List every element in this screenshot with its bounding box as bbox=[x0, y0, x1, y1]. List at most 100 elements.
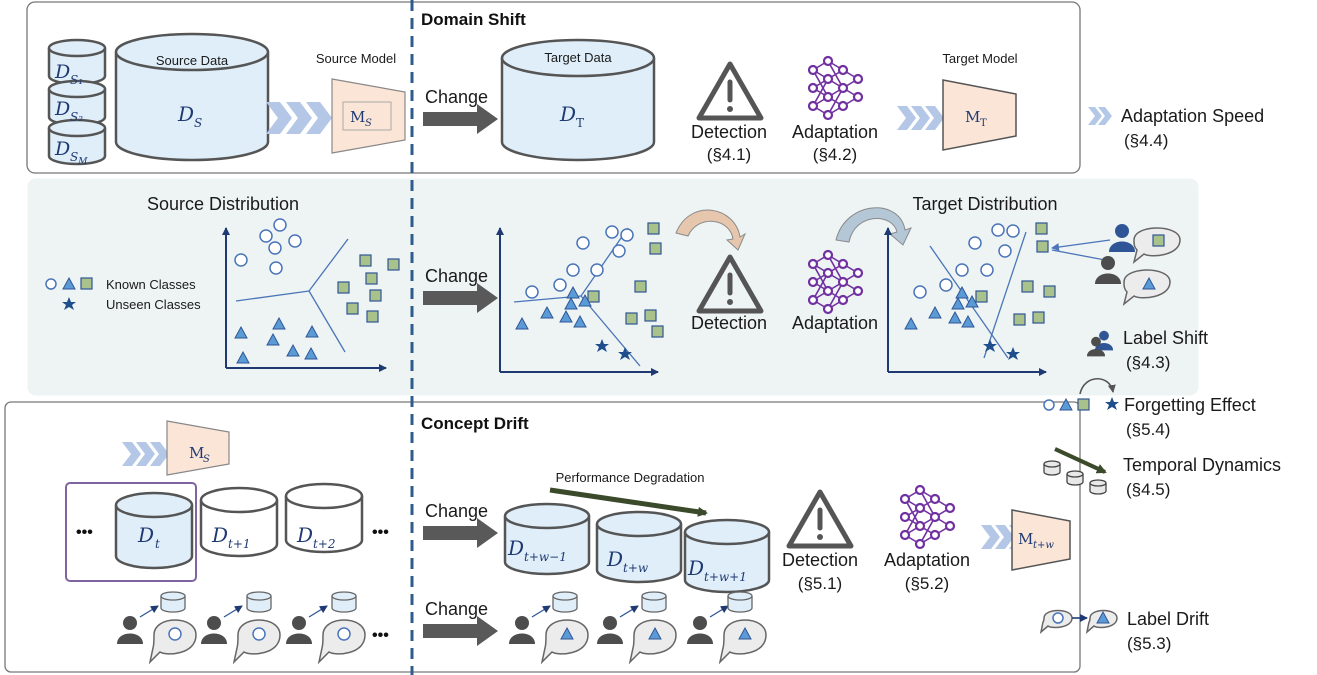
target-distribution-plot bbox=[884, 222, 1111, 376]
target-model-label: Target Model bbox=[942, 51, 1017, 66]
forgetting-effect-label: Forgetting Effect bbox=[1124, 395, 1256, 415]
user-icon bbox=[286, 616, 312, 644]
warning-icon bbox=[789, 492, 851, 546]
change-arrow-3 bbox=[423, 518, 498, 548]
change-label-4: Change bbox=[425, 599, 488, 619]
change-arrow-4 bbox=[423, 616, 498, 646]
m-s-label: M bbox=[350, 108, 365, 126]
chevron-arrows-icon bbox=[122, 442, 169, 466]
target-data-label: Target Data bbox=[544, 50, 612, 65]
database-icon bbox=[641, 591, 667, 613]
source-data-cylinder: Source Data D S bbox=[114, 32, 270, 162]
target-data-cylinder: Target Data D T bbox=[500, 38, 656, 162]
d-tw-text: D bbox=[606, 547, 623, 571]
d-tw-1-text: D bbox=[507, 536, 524, 560]
temporal-dynamics-icon bbox=[1043, 447, 1107, 495]
forgetting-effect-icon bbox=[1043, 378, 1119, 411]
change-arrow-1 bbox=[423, 104, 498, 134]
adaptation-label-2: Adaptation bbox=[792, 313, 878, 333]
performance-degradation-label: Performance Degradation bbox=[556, 470, 705, 485]
d-tw1-text: D bbox=[687, 556, 704, 580]
curved-arrow-detection bbox=[675, 209, 747, 251]
label-shift-ref: (§4.3) bbox=[1126, 353, 1170, 372]
ellipsis-right: ••• bbox=[372, 524, 389, 541]
challenges-legend: Adaptation Speed (§4.4) Label Shift (§4.… bbox=[1039, 106, 1281, 653]
star-icon bbox=[62, 297, 76, 310]
source-distribution-plot bbox=[222, 218, 400, 372]
d-t-label: D bbox=[559, 102, 576, 126]
database-icon bbox=[552, 591, 578, 613]
source-model: Source Model M S bbox=[316, 51, 406, 154]
distribution-panel: Source Distribution Known Classes Unseen… bbox=[27, 178, 1199, 396]
updated-model: M t+w bbox=[1011, 509, 1071, 571]
legend-circle bbox=[45, 278, 57, 290]
concept-drift-panel: Concept Drift M S ••• D t D t+1 D t+2 ••… bbox=[4, 401, 1081, 673]
target-distribution-title: Target Distribution bbox=[912, 194, 1057, 214]
change-label-1: Change bbox=[425, 87, 488, 107]
m-s-small-subscript: S bbox=[203, 454, 210, 465]
legend-triangle bbox=[62, 276, 76, 290]
d-s2-subscript: S₂ bbox=[70, 110, 83, 124]
database-icon bbox=[727, 591, 753, 613]
source-distribution-title: Source Distribution bbox=[147, 194, 299, 214]
adaptation-label-1: Adaptation bbox=[792, 122, 878, 142]
user-icon bbox=[597, 616, 623, 644]
d-t-subscript-text: t bbox=[155, 537, 160, 551]
cylinder-d-t-plus-2: D t+2 bbox=[284, 482, 364, 554]
d-t1-subscript: t+1 bbox=[228, 537, 251, 551]
users-row-before bbox=[117, 591, 366, 665]
d-t2-subscript: t+2 bbox=[313, 537, 336, 551]
cylinder-d-t-w-minus-1: D t+w−1 bbox=[503, 502, 591, 576]
cylinder-d-t: D t bbox=[114, 491, 194, 570]
target-model: Target Model M T bbox=[942, 51, 1018, 151]
legend-square bbox=[80, 277, 93, 290]
d-s1-label: D bbox=[54, 61, 70, 83]
source-data-label: Source Data bbox=[156, 53, 229, 68]
database-icon bbox=[246, 591, 272, 613]
adaptation-ref-3: (§5.2) bbox=[905, 574, 949, 593]
temporal-dynamics-label: Temporal Dynamics bbox=[1123, 455, 1281, 475]
current-window-frame bbox=[65, 482, 197, 582]
domain-shift-title: Domain Shift bbox=[421, 10, 526, 29]
adaptation-ref-1: (§4.2) bbox=[813, 145, 857, 164]
database-icon bbox=[160, 591, 186, 613]
adaptation-label-3: Adaptation bbox=[884, 550, 970, 570]
m-tw-label: M bbox=[1018, 530, 1033, 548]
temporal-dynamics-ref: (§4.5) bbox=[1126, 480, 1170, 499]
d-s-subscript: S bbox=[194, 116, 202, 130]
m-s-subscript: S bbox=[365, 118, 372, 129]
detection-label-1: Detection bbox=[691, 122, 767, 142]
label-shift-label: Label Shift bbox=[1123, 328, 1208, 348]
d-s2-label: D bbox=[54, 98, 70, 120]
concept-drift-title: Concept Drift bbox=[421, 414, 529, 433]
user-icon bbox=[687, 616, 713, 644]
d-t-subscript: T bbox=[576, 116, 584, 130]
ellipsis-bottom: ••• bbox=[372, 627, 389, 644]
m-s-small-label: M bbox=[189, 444, 204, 462]
m-t-subscript: T bbox=[980, 118, 987, 129]
user-icon bbox=[509, 616, 535, 644]
label-shift-users bbox=[1095, 224, 1181, 306]
d-t1-text: D bbox=[211, 523, 228, 547]
d-sm-label: D bbox=[54, 138, 70, 160]
source-subsets-stack: D S₁ D S₂ D SM bbox=[47, 38, 107, 167]
detection-ref-1: (§4.1) bbox=[707, 145, 751, 164]
d-tw-1-subscript: t+w−1 bbox=[524, 550, 567, 564]
detection-label-3: Detection bbox=[782, 550, 858, 570]
d-t2-text: D bbox=[296, 523, 313, 547]
chevron-arrows-icon bbox=[1088, 107, 1112, 125]
performance-degradation-arrow bbox=[549, 487, 708, 517]
d-tw-subscript: t+w bbox=[623, 561, 649, 575]
adaptation-speed-ref: (§4.4) bbox=[1124, 131, 1168, 150]
domain-shift-panel: Domain Shift D S₁ D S₂ D SM Source Data … bbox=[26, 1, 1081, 174]
cylinder-d-t-w-plus-1: D t+w+1 bbox=[683, 518, 771, 594]
adaptation-speed-label: Adaptation Speed bbox=[1121, 106, 1264, 126]
neural-network-icon bbox=[899, 484, 956, 550]
d-s-label: D bbox=[177, 102, 194, 126]
ellipsis-left: ••• bbox=[76, 524, 93, 541]
unseen-classes-label: Unseen Classes bbox=[106, 297, 201, 312]
cylinder-d-t-plus-1: D t+1 bbox=[199, 486, 279, 558]
source-model-small: M S bbox=[166, 420, 230, 476]
